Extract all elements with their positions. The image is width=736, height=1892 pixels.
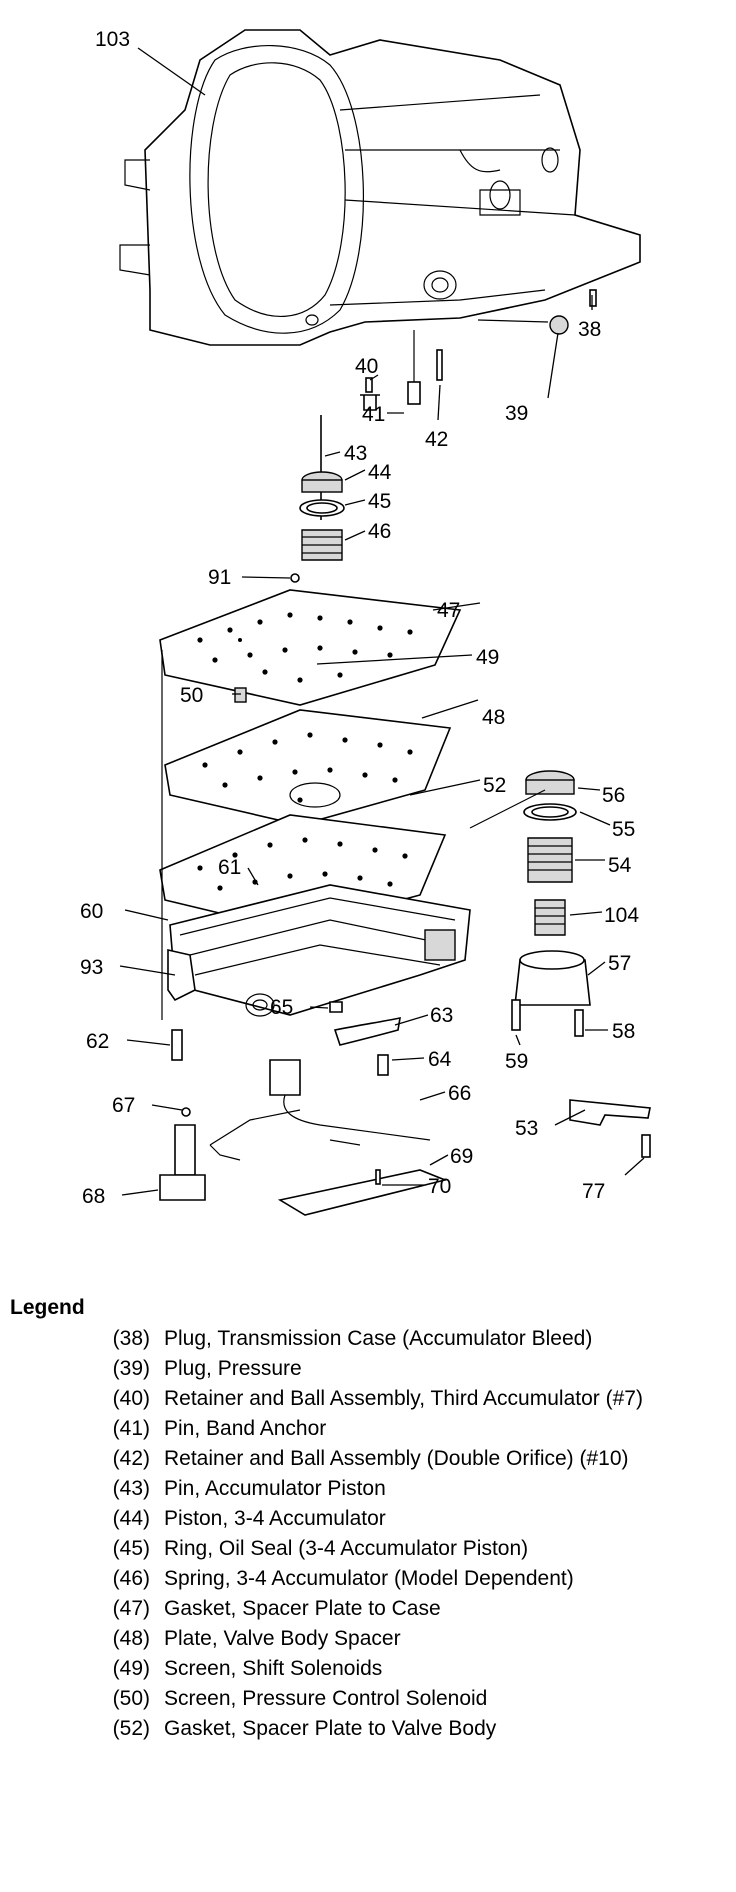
legend: Legend (38) Plug, Transmission Case (Accu… (10, 1296, 730, 1746)
legend-item-description: Retainer and Ball Assembly, Third Accumu… (164, 1387, 643, 1410)
legend-item-description: Gasket, Spacer Plate to Case (164, 1597, 441, 1620)
callout-103: 103 (95, 28, 130, 51)
callout-67: 67 (112, 1094, 135, 1117)
legend-item-number: (41) (112, 1417, 150, 1440)
legend-item-description: Spring, 3-4 Accumulator (Model Dependent… (164, 1567, 574, 1590)
legend-item-number: (43) (112, 1477, 150, 1500)
legend-item-number: (50) (112, 1687, 150, 1710)
callout-53: 53 (515, 1117, 538, 1140)
callout-93: 93 (80, 956, 103, 979)
callout-44: 44 (368, 461, 392, 484)
legend-item: (45) Ring, Oil Seal (3-4 Accumulator Pist… (10, 1536, 730, 1561)
accumulator-stack (290, 415, 345, 583)
callout-55: 55 (612, 818, 635, 841)
callout-46: 46 (368, 520, 391, 543)
callout-56: 56 (602, 784, 625, 807)
legend-item-number: (38) (112, 1327, 150, 1350)
legend-item: (50) Screen, Pressure Control Solenoid (10, 1686, 730, 1711)
legend-item-number: (46) (112, 1567, 150, 1590)
callout-77: 77 (582, 1180, 605, 1203)
servo-assembly (469, 770, 651, 1158)
callout-43: 43 (344, 442, 367, 465)
callout-58: 58 (612, 1020, 635, 1043)
legend-item: (41) Pin, Band Anchor (10, 1416, 730, 1441)
legend-item-description: Screen, Shift Solenoids (164, 1657, 383, 1680)
callout-52: 52 (483, 774, 506, 797)
legend-item-description: Gasket, Spacer Plate to Valve Body (164, 1717, 497, 1740)
callout-57: 57 (608, 952, 631, 975)
legend-item-description: Pin, Accumulator Piston (164, 1477, 386, 1500)
legend-item-description: Screen, Pressure Control Solenoid (164, 1687, 488, 1710)
callout-48: 48 (482, 706, 505, 729)
callout-40: 40 (355, 355, 378, 378)
callout-41: 41 (362, 403, 385, 426)
legend-item-number: (44) (112, 1507, 150, 1530)
legend-item-number: (52) (112, 1717, 150, 1740)
callout-61: 61 (218, 856, 241, 879)
callout-62: 62 (86, 1030, 109, 1053)
legend-item-description: Retainer and Ball Assembly (Double Orifi… (164, 1447, 629, 1470)
legend-item-description: Piston, 3-4 Accumulator (164, 1507, 386, 1530)
lower-components (159, 948, 448, 1216)
callout-104: 104 (604, 904, 639, 927)
legend-item: (40) Retainer and Ball Assembly, Third Ac… (10, 1386, 730, 1411)
legend-item-number: (39) (112, 1357, 150, 1380)
callout-54: 54 (608, 854, 632, 877)
callout-leaders (119, 47, 645, 1196)
callout-68: 68 (82, 1185, 105, 1208)
callout-47: 47 (437, 599, 460, 622)
callout-59: 59 (505, 1050, 528, 1073)
legend-item: (43) Pin, Accumulator Piston (10, 1476, 730, 1501)
case-hardware (360, 289, 597, 411)
exploded-view-diagram: 103 38 39 40 41 42 43 44 45 46 91 47 49 … (80, 28, 651, 1216)
legend-item: (49) Screen, Shift Solenoids (10, 1656, 730, 1681)
legend-item-number: (45) (112, 1537, 150, 1560)
legend-item: (46) Spring, 3-4 Accumulator (Model Depen… (10, 1566, 730, 1591)
legend-item: (39) Plug, Pressure (10, 1356, 730, 1381)
legend-item: (44) Piston, 3-4 Accumulator (10, 1506, 730, 1531)
legend-item-description: Ring, Oil Seal (3-4 Accumulator Piston) (164, 1537, 529, 1560)
callout-60: 60 (80, 900, 103, 923)
legend-item: (52) Gasket, Spacer Plate to Valve Body (10, 1716, 730, 1741)
legend-item-number: (42) (112, 1447, 150, 1470)
callout-70: 70 (428, 1175, 451, 1198)
legend-list: (38) Plug, Transmission Case (Accumulator… (10, 1326, 730, 1741)
callout-65: 65 (270, 996, 293, 1019)
legend-item-description: Plate, Valve Body Spacer (164, 1627, 401, 1650)
callout-38: 38 (578, 318, 601, 341)
legend-title: Legend (10, 1296, 85, 1319)
callout-63: 63 (430, 1004, 453, 1027)
legend-item-number: (49) (112, 1657, 150, 1680)
legend-item: (47) Gasket, Spacer Plate to Case (10, 1596, 730, 1621)
transmission-case (119, 29, 641, 346)
legend-item: (38) Plug, Transmission Case (Accumulator… (10, 1326, 730, 1351)
callout-49: 49 (476, 646, 499, 669)
legend-item: (42) Retainer and Ball Assembly (Double O… (10, 1446, 730, 1471)
legend-item-description: Plug, Transmission Case (Accumulator Ble… (164, 1327, 593, 1350)
callout-66: 66 (448, 1082, 471, 1105)
legend-item-description: Plug, Pressure (164, 1357, 302, 1380)
spacer-plates (159, 589, 462, 931)
legend-item: (48) Plate, Valve Body Spacer (10, 1626, 730, 1651)
legend-item-number: (48) (112, 1627, 150, 1650)
callout-91: 91 (208, 566, 231, 589)
callout-labels: 103 38 39 40 41 42 43 44 45 46 91 47 49 … (80, 28, 639, 1208)
legend-item-description: Pin, Band Anchor (164, 1417, 327, 1440)
legend-item-number: (47) (112, 1597, 150, 1620)
callout-69: 69 (450, 1145, 473, 1168)
callout-64: 64 (428, 1048, 452, 1071)
callout-45: 45 (368, 490, 391, 513)
legend-item-number: (40) (112, 1387, 150, 1410)
callout-42: 42 (425, 428, 448, 451)
callout-50: 50 (180, 684, 203, 707)
callout-39: 39 (505, 402, 528, 425)
